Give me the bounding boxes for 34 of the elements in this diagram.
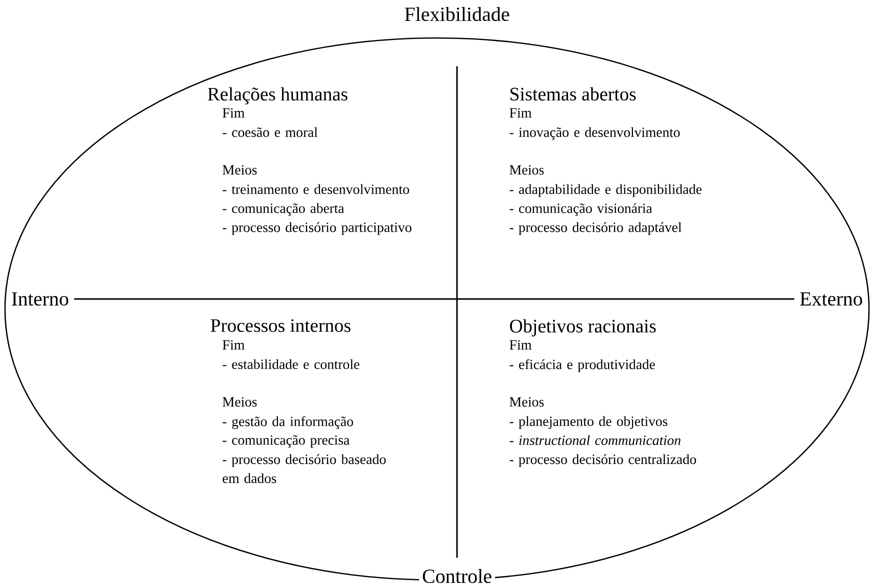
quadrant-text: - comunicação precisa: [222, 435, 350, 448]
quadrant-text: - gestão da informação: [222, 416, 354, 430]
quadrant-text: - coesão e moral: [222, 127, 318, 138]
quadrant-text: - comunicação aberta: [222, 203, 344, 216]
quadrant-text: - processo decisório participativo: [222, 222, 412, 235]
quadrant-text: - adaptabilidade e disponibilidade: [510, 184, 702, 197]
quadrant-text: - processo decisório centralizado: [510, 454, 696, 467]
quadrant-text: - processo decisório baseado em dados: [222, 454, 386, 484]
axis-line: [456, 66, 458, 558]
quadrant-text: - treinamento e desenvolvimento: [222, 184, 410, 194]
quadrant-text: - eficácia e produtividade: [510, 359, 655, 372]
quadrant-text: Meios: [222, 165, 257, 175]
quadrant-heading: Objetivos racionais: [510, 319, 656, 336]
axis-label: Controle: [419, 566, 495, 586]
quadrant-text: Meios: [510, 397, 544, 407]
quadrant-text: - planejamento de objetivos: [510, 416, 668, 429]
quadrant-heading: Sistemas abertos: [510, 87, 636, 101]
quadrant-text: - instructional communication: [510, 435, 680, 446]
quadrant-text: Meios: [222, 397, 257, 407]
axis-label: Interno: [8, 289, 72, 309]
quadrant-text: - inovação e desenvolvimento: [510, 127, 680, 140]
axis-line: [74, 298, 794, 300]
axis-label: Externo: [796, 289, 866, 309]
quadrant-text: - estabilidade e controle: [222, 359, 360, 370]
quadrant-text: Fim: [222, 108, 245, 118]
quadrant-heading: Processos internos: [210, 319, 350, 332]
quadrant-text: Meios: [510, 165, 544, 175]
quadrant-text: Fim: [510, 340, 532, 350]
quadrant-text: - comunicação visionária: [510, 203, 652, 216]
axis-label: Flexibilidade: [401, 4, 513, 24]
quadrant-text: - processo decisório adaptável: [510, 222, 682, 235]
quadrant-heading: Relações humanas: [208, 87, 348, 104]
quadrant-text: Fim: [222, 340, 245, 350]
quadrant-text: Fim: [510, 108, 532, 118]
